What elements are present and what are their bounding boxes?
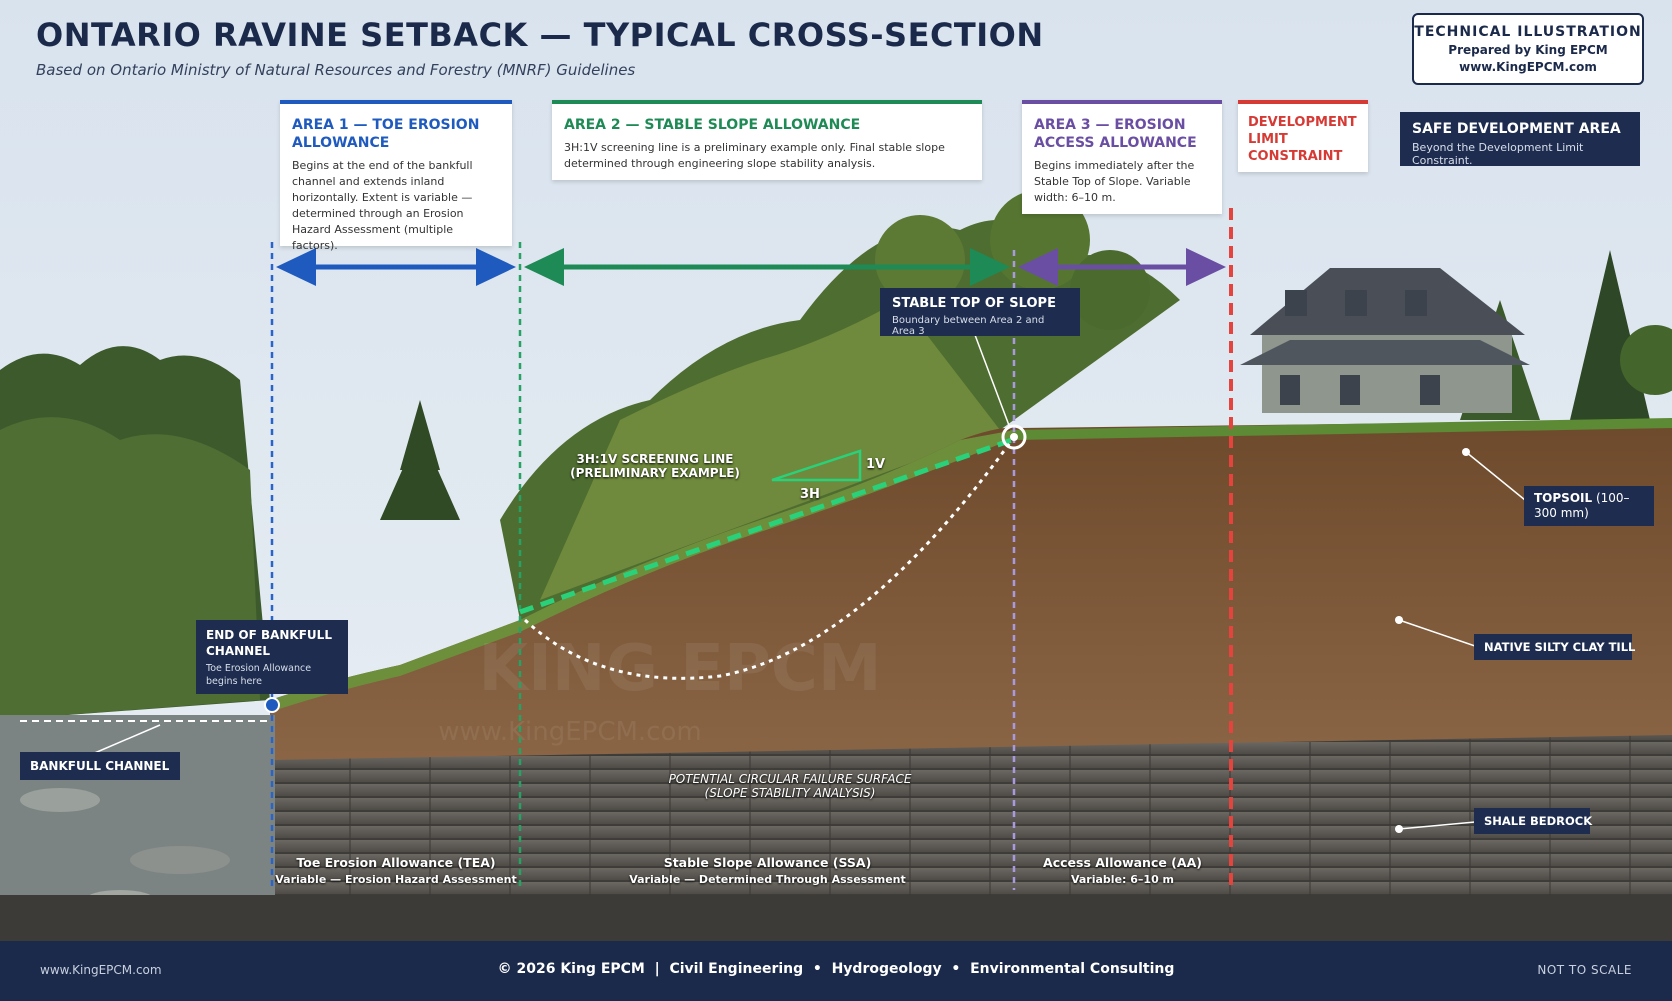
area2-box: AREA 2 — STABLE SLOPE ALLOWANCE 3H:1V sc…: [552, 100, 982, 180]
footer-scale-note: NOT TO SCALE: [1537, 963, 1632, 977]
area2-title: AREA 2 — STABLE SLOPE ALLOWANCE: [564, 117, 861, 133]
grass-surface: [1010, 418, 1672, 440]
tea-label-2: Variable — Erosion Hazard Assessment: [275, 873, 517, 886]
safe-area-body: Beyond the Development Limit Constraint.: [1412, 141, 1584, 167]
clay-label: NATIVE SILTY CLAY TILL: [1474, 634, 1636, 660]
ssa-label-2: Variable — Determined Through Assessment: [629, 873, 906, 886]
stable-top-body: Boundary between Area 2 and Area 3: [892, 315, 1045, 337]
area3-title: AREA 3 — EROSION ACCESS ALLOWANCE: [1034, 117, 1197, 151]
house-illustration: [1240, 268, 1530, 413]
bankfull-end-marker: [264, 697, 280, 713]
shale-label-text: SHALE BEDROCK: [1484, 814, 1593, 828]
slope-grass: [270, 430, 1015, 712]
failure-surface: [523, 439, 1014, 680]
ssa-label-1: Stable Slope Allowance (SSA): [663, 855, 872, 870]
footer-website: www.KingEPCM.com: [40, 963, 162, 977]
topsoil-label-bold: TOPSOIL: [1534, 491, 1593, 505]
stable-top-title: STABLE TOP OF SLOPE: [892, 296, 1056, 311]
page-subtitle: Based on Ontario Ministry of Natural Res…: [36, 61, 636, 79]
shale-label: SHALE BEDROCK: [1474, 808, 1593, 834]
area2-body: 3H:1V screening line is a preliminary ex…: [564, 141, 945, 170]
failure-surface-label-1: POTENTIAL CIRCULAR FAILURE SURFACE: [668, 772, 912, 786]
safe-development-area-box: SAFE DEVELOPMENT AREA Beyond the Develop…: [1400, 112, 1640, 167]
slope-ratio-v: 1V: [866, 457, 886, 472]
clay-label-text: NATIVE SILTY CLAY TILL: [1484, 640, 1636, 654]
area3-box: AREA 3 — EROSION ACCESS ALLOWANCE Begins…: [1022, 100, 1222, 214]
screening-line-label-1: 3H:1V SCREENING LINE: [576, 452, 734, 466]
development-limit-box: DEVELOPMENT LIMIT CONSTRAINT: [1238, 100, 1368, 172]
soil-mass: [270, 420, 1672, 760]
layer-leaders: [1395, 448, 1526, 833]
slope-ratio-h: 3H: [800, 487, 820, 502]
bankfull-end-body: Toe Erosion Allowance begins here: [206, 663, 312, 687]
bankfull-end-title: END OF BANKFULL CHANNEL: [206, 628, 332, 658]
topsoil-label-detail: (100–300 mm): [1534, 491, 1630, 520]
tech-box-title: TECHNICAL ILLUSTRATION: [1414, 24, 1642, 40]
ground-strip: [0, 895, 1672, 941]
area2-arrow: [524, 248, 1010, 286]
area1-body: Begins at the end of the bankfull channe…: [292, 159, 473, 252]
stable-top-marker: [1001, 424, 1027, 450]
tech-box-website: www.KingEPCM.com: [1459, 60, 1597, 74]
area3-body: Begins immediately after the Stable Top …: [1034, 159, 1195, 204]
safe-area-title: SAFE DEVELOPMENT AREA: [1412, 121, 1621, 137]
watermark-line1: KING EPCM: [478, 632, 881, 706]
stable-top-callout: STABLE TOP OF SLOPE Boundary between Are…: [880, 288, 1080, 337]
development-limit-title: DEVELOPMENT LIMIT CONSTRAINT: [1248, 115, 1357, 164]
tea-label: Toe Erosion Allowance (TEA) Variable — E…: [270, 855, 522, 886]
watermark-line2: www.KingEPCM.com: [438, 717, 701, 747]
bankfull-end-callout: END OF BANKFULL CHANNEL Toe Erosion Allo…: [196, 620, 348, 694]
area3-arrow: [1018, 248, 1226, 286]
aa-label: Access Allowance (AA) Variable: 6–10 m: [1030, 855, 1215, 886]
tea-label-1: Toe Erosion Allowance (TEA): [296, 855, 496, 870]
page-title: ONTARIO RAVINE SETBACK — TYPICAL CROSS-S…: [36, 16, 1044, 54]
area1-arrow: [276, 248, 516, 286]
failure-surface-label: POTENTIAL CIRCULAR FAILURE SURFACE (SLOP…: [650, 772, 930, 800]
failure-surface-label-2: (SLOPE STABILITY ANALYSIS): [704, 786, 876, 800]
screening-line-label: 3H:1V SCREENING LINE (PRELIMINARY EXAMPL…: [560, 452, 750, 480]
aa-label-2: Variable: 6–10 m: [1070, 873, 1175, 886]
technical-illustration-box: TECHNICAL ILLUSTRATION Prepared by King …: [1412, 13, 1644, 85]
topsoil-label: TOPSOIL (100–300 mm): [1524, 486, 1654, 526]
footer-center-text: © 2026 King EPCM | Civil Engineering • H…: [497, 961, 1175, 977]
area1-title: AREA 1 — TOE EROSION ALLOWANCE: [292, 117, 480, 151]
slope-ratio-triangle: [771, 449, 862, 482]
screening-line-label-2: (PRELIMINARY EXAMPLE): [570, 466, 740, 480]
aa-label-1: Access Allowance (AA): [1043, 855, 1202, 870]
tech-box-preparer: Prepared by King EPCM: [1448, 43, 1608, 57]
bankfull-channel-text: BANKFULL CHANNEL: [30, 759, 170, 773]
bankfull-channel-label: BANKFULL CHANNEL: [20, 752, 180, 780]
ssa-label: Stable Slope Allowance (SSA) Variable — …: [620, 855, 915, 886]
footer-bar: www.KingEPCM.com © 2026 King EPCM | Civi…: [0, 941, 1672, 1001]
area1-box: AREA 1 — TOE EROSION ALLOWANCE Begins at…: [280, 100, 512, 252]
